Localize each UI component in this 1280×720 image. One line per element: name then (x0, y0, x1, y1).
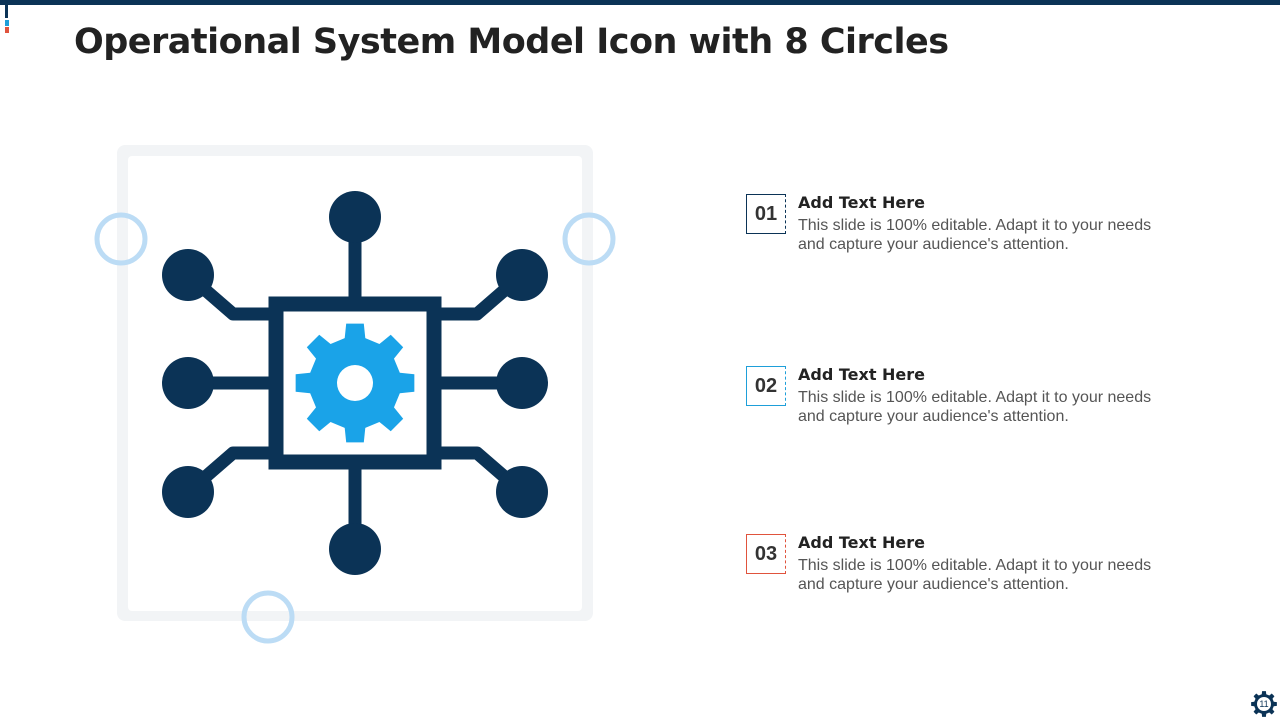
item-body: This slide is 100% editable. Adapt it to… (798, 389, 1152, 425)
nodes (162, 191, 548, 575)
corner-accent-navy (5, 0, 8, 18)
gear-shape (295, 323, 415, 443)
node-left-mid (162, 357, 214, 409)
decor-ring-left (94, 212, 148, 266)
node-right-bottom (496, 466, 548, 518)
corner-accent (0, 0, 10, 40)
decor-ring-right (562, 212, 616, 266)
gear-shape (1251, 691, 1277, 717)
item-number-box: 02 (746, 366, 786, 406)
slide-title: Operational System Model Icon with 8 Cir… (74, 22, 949, 62)
item-body: This slide is 100% editable. Adapt it to… (798, 217, 1152, 253)
item-heading: Add Text Here (798, 193, 926, 212)
corner-accent-red (5, 27, 9, 33)
item-heading: Add Text Here (798, 365, 926, 384)
gear-icon (295, 323, 415, 443)
page-number: 11 (1259, 699, 1269, 709)
item-body: This slide is 100% editable. Adapt it to… (798, 557, 1152, 593)
node-left-top (162, 249, 214, 301)
item-number-box: 03 (746, 534, 786, 574)
item-number-box: 01 (746, 194, 786, 234)
node-left-bottom (162, 466, 214, 518)
node-bottom (329, 523, 381, 575)
decor-ring-bottom (241, 590, 295, 644)
page-gear-icon (1251, 691, 1277, 717)
node-right-top (496, 249, 548, 301)
node-right-mid (496, 357, 548, 409)
top-bar (0, 0, 1280, 5)
item-heading: Add Text Here (798, 533, 926, 552)
corner-accent-blue (5, 20, 9, 26)
node-top (329, 191, 381, 243)
